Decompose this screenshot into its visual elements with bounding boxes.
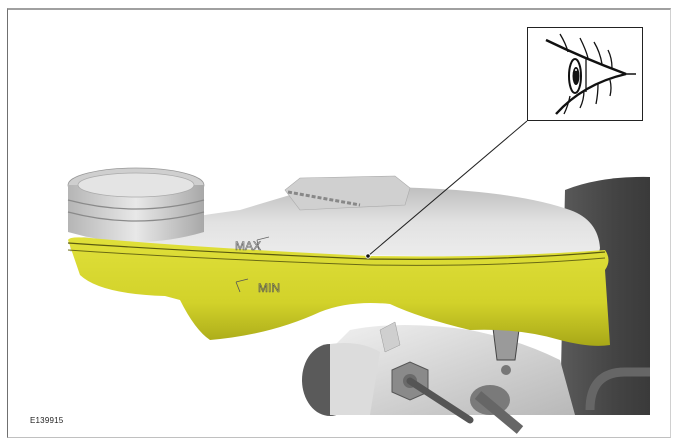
eye-icon [545, 33, 636, 115]
min-mark-label: MIN [258, 281, 280, 295]
callout-leader [365, 120, 528, 259]
fluid-reservoir: MAX MIN [67, 167, 610, 346]
max-mark-label: MAX [235, 239, 261, 253]
figure-id-label: E139915 [30, 416, 64, 425]
master-cylinder [302, 298, 650, 434]
inspection-inset [527, 27, 643, 121]
